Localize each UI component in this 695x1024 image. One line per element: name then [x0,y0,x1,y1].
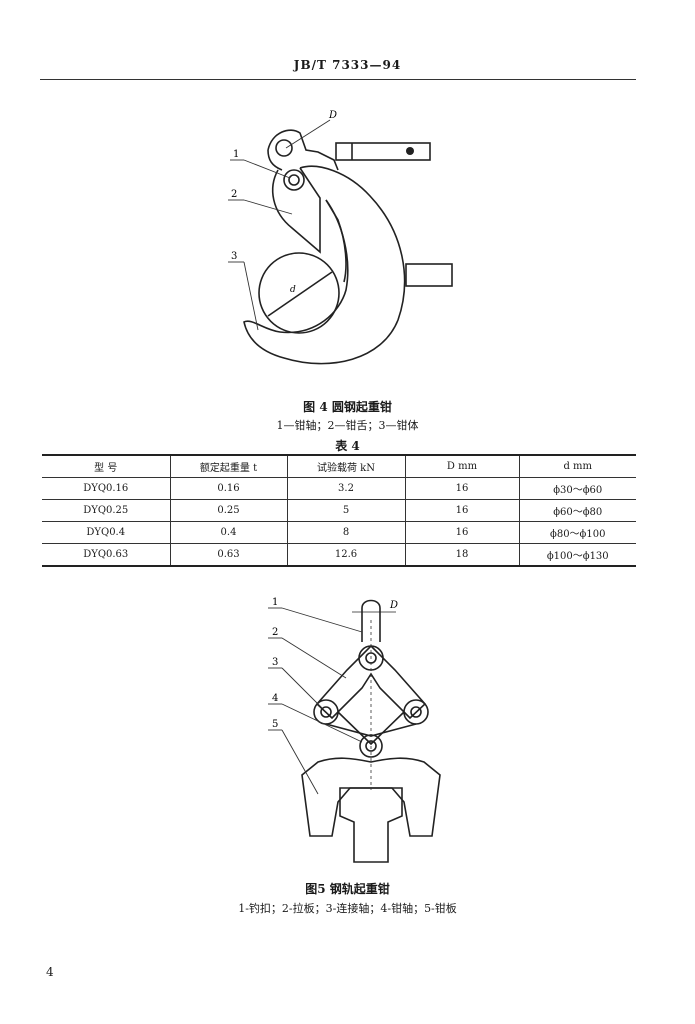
table-cell: ϕ30～ϕ60 [518,477,636,500]
table-cell: 3.2 [286,477,406,500]
table-cell: ϕ80～ϕ100 [518,521,636,544]
table-cell: DYQ0.63 [42,543,171,567]
figure5-drawing: 1 2 3 4 5 D [268,597,441,863]
table-cell: 16 [404,521,520,544]
fig4-callout-3: 3 [231,251,237,262]
figure5-legend: 1-钓扣；2-拉板；3-连接轴；4-钳轴；5-钳板 [238,902,457,915]
figure4-drawing: D 1 2 3 d [228,110,453,365]
table-cell: 18 [404,543,520,567]
table4-header-test-load: 试验载荷 kN [286,454,406,478]
table4-header-model: 型 号 [42,454,171,478]
table-cell: 0.16 [169,477,288,500]
table4: 型 号 额定起重量 t 试验载荷 kN D mm d mm DYQ0.16 0.… [42,454,636,567]
table-cell: 0.63 [169,543,288,567]
table4-header-row: 型 号 额定起重量 t 试验载荷 kN D mm d mm [42,454,636,478]
table-row: DYQ0.16 0.16 3.2 16 ϕ30～ϕ60 [42,477,636,500]
fig5-callout-3: 3 [272,657,278,668]
table-cell: 0.25 [169,499,288,522]
table-cell: 16 [404,477,520,500]
figure4-legend: 1—钳轴；2—钳舌；3—钳体 [276,419,419,432]
table-cell: 12.6 [286,543,406,567]
table4-header-capacity: 额定起重量 t [169,454,288,478]
table-cell: 5 [286,499,406,522]
fig4-callout-1: 1 [233,149,239,160]
header-rule [40,79,636,80]
figure5-caption: 图5 钢轨起重钳 [305,882,390,896]
fig5-callout-D: D [389,600,398,611]
table-cell: 0.4 [169,521,288,544]
fig4-callout-d: d [290,285,296,295]
table-row: DYQ0.4 0.4 8 16 ϕ80～ϕ100 [42,521,636,544]
fig5-callout-1: 1 [272,597,278,608]
figure4-caption: 图 4 圆钢起重钳 [303,400,392,414]
fig4-callout-2: 2 [231,189,237,200]
table-row: DYQ0.25 0.25 5 16 ϕ60～ϕ80 [42,499,636,522]
table-cell: 16 [404,499,520,522]
page-number: 4 [46,965,54,979]
table-row: DYQ0.63 0.63 12.6 18 ϕ100～ϕ130 [42,543,636,567]
table-cell: DYQ0.4 [42,521,171,544]
table4-title: 表 4 [335,439,360,453]
fig4-callout-D: D [328,110,337,121]
fig5-callout-5: 5 [272,719,278,730]
table-cell: 8 [286,521,406,544]
fig5-callout-2: 2 [272,627,278,638]
table-cell: ϕ60～ϕ80 [518,499,636,522]
table-cell: DYQ0.25 [42,499,171,522]
table-cell: DYQ0.16 [42,477,171,500]
table-cell: ϕ100～ϕ130 [518,543,636,567]
table4-header-d: d mm [518,454,636,478]
document-code-header: JB/T 7333—94 [293,58,402,72]
fig5-callout-4: 4 [272,693,278,704]
table4-header-D: D mm [404,454,520,478]
